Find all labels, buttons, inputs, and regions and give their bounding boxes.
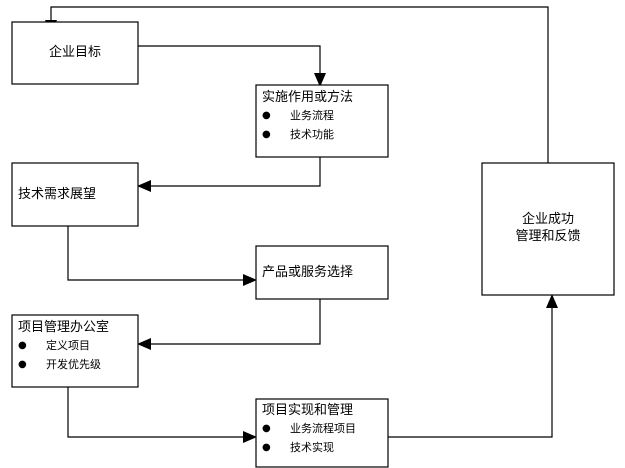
arrowhead-down-into-implementation — [314, 73, 326, 87]
connector-pmo-to-project-implementation — [67, 387, 246, 438]
connector-goal-to-implementation — [138, 45, 321, 76]
node-box-enterprise-success-management-feedback[interactable] — [481, 162, 615, 296]
node-box-enterprise-goal[interactable] — [11, 21, 139, 85]
arrowhead-left-into-technology-demand — [137, 180, 151, 192]
node-box-product-or-service-selection[interactable] — [255, 245, 389, 300]
connector-layer — [45, 6, 558, 443]
arrowhead-right-into-product-selection — [243, 274, 257, 286]
arrowhead-left-into-pmo — [137, 338, 151, 350]
connector-project-implementation-to-success — [388, 305, 553, 438]
connector-technology-demand-to-product-selection — [67, 226, 246, 281]
node-box-implementation-role-or-method[interactable] — [255, 84, 389, 158]
connector-implementation-to-technology-demand — [148, 157, 321, 187]
arrowhead-up-into-success — [546, 294, 558, 308]
connector-success-to-goal-feedback — [50, 6, 549, 163]
node-box-technology-demand-outlook[interactable] — [11, 162, 139, 227]
connector-product-selection-to-pmo — [148, 299, 321, 345]
node-box-project-management-office[interactable] — [11, 314, 139, 388]
node-box-project-implementation-and-management[interactable] — [255, 398, 389, 468]
arrowhead-right-into-project-implementation — [243, 431, 257, 443]
node-layer — [11, 21, 615, 468]
